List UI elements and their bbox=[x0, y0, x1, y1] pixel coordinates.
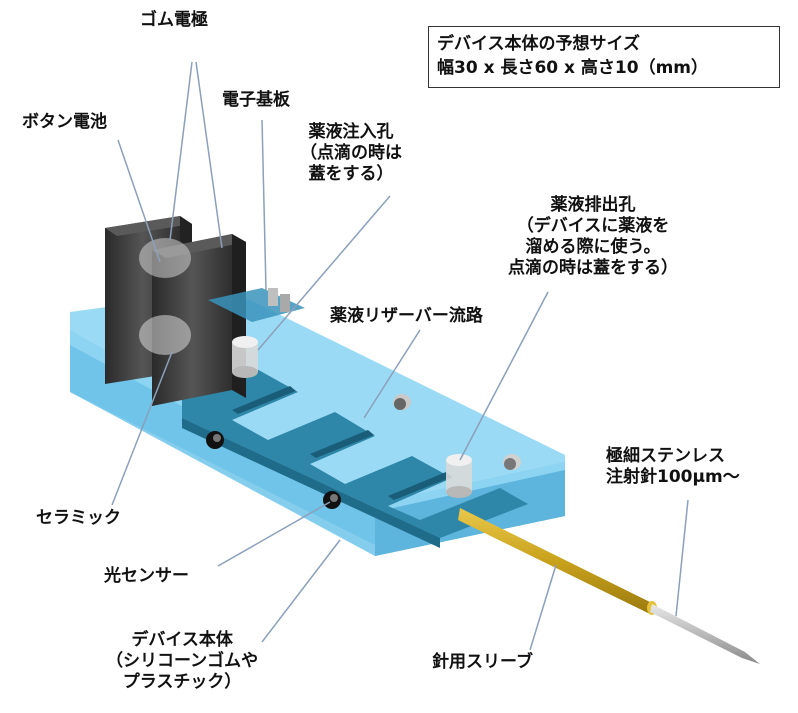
label-needle-line-1: 極細ステンレス bbox=[606, 446, 725, 466]
discharge-port bbox=[446, 454, 472, 498]
leader-button-battery bbox=[117, 139, 161, 263]
injection-port bbox=[232, 336, 258, 378]
leader-discharge-port bbox=[459, 291, 549, 461]
electronic-board bbox=[208, 288, 305, 322]
leader-ceramic bbox=[111, 351, 173, 506]
channel-side bbox=[182, 418, 440, 548]
leader-needle-sleeve bbox=[529, 564, 557, 651]
size-spec-line-2: 幅30 x 長さ60 x 高さ10（mm） bbox=[437, 58, 709, 78]
label-discharge-port-line-2: （デバイスに薬液を bbox=[516, 216, 670, 236]
light-sensor bbox=[206, 394, 521, 509]
label-injection-port-line-3: 蓋をする） bbox=[308, 164, 394, 184]
label-needle: 極細ステンレス 注射針100μm〜 bbox=[606, 446, 740, 488]
button-battery bbox=[139, 238, 191, 355]
label-injection-port: 薬液注入孔 （点滴の時は 蓋をする） bbox=[300, 122, 402, 185]
label-device-body-line-3: プラスチック） bbox=[122, 672, 242, 692]
channel-inner-1 bbox=[232, 386, 296, 414]
channel-inner-2 bbox=[310, 430, 374, 458]
leader-electronic-board bbox=[261, 119, 267, 291]
label-light-sensor: 光センサー bbox=[104, 566, 189, 586]
label-discharge-port-line-4: 点滴の時は蓋をする） bbox=[508, 258, 678, 278]
leader-rubber-electrode-b bbox=[195, 61, 223, 249]
leader-lines bbox=[111, 61, 689, 651]
leader-reservoir-channel bbox=[363, 329, 421, 419]
label-device-body: デバイス本体 （シリコーンゴムや プラスチック） bbox=[106, 630, 258, 693]
label-discharge-port-line-3: 溜める際に使う。 bbox=[525, 237, 661, 257]
label-injection-port-line-2: （点滴の時は bbox=[300, 143, 402, 163]
label-discharge-port-line-1: 薬液排出孔 bbox=[550, 195, 636, 215]
body-front-face bbox=[70, 345, 375, 556]
leader-rubber-electrode-a bbox=[169, 61, 193, 241]
needle-sleeve bbox=[458, 508, 657, 615]
label-reservoir-channel: 薬液リザーバー流路 bbox=[330, 306, 483, 326]
stainless-needle bbox=[650, 604, 760, 664]
size-spec-line-1: デバイス本体の予想サイズ bbox=[437, 34, 640, 54]
size-spec-box: デバイス本体の予想サイズ 幅30 x 長さ60 x 高さ10（mm） bbox=[428, 26, 780, 88]
channel-inner-3 bbox=[388, 472, 452, 500]
leader-needle bbox=[675, 499, 689, 617]
label-rubber-electrode: ゴム電極 bbox=[140, 10, 208, 30]
label-injection-port-line-1: 薬液注入孔 bbox=[308, 122, 394, 142]
leader-device-body bbox=[261, 539, 341, 643]
label-needle-line-2: 注射針100μm〜 bbox=[606, 467, 740, 487]
label-device-body-line-2: （シリコーンゴムや bbox=[106, 651, 259, 671]
label-electronic-board: 電子基板 bbox=[222, 90, 290, 110]
label-device-body-line-1: デバイス本体 bbox=[131, 630, 233, 650]
label-ceramic: セラミック bbox=[36, 508, 121, 528]
label-discharge-port: 薬液排出孔 （デバイスに薬液を 溜める際に使う。 点滴の時は蓋をする） bbox=[508, 195, 678, 279]
label-button-battery: ボタン電池 bbox=[22, 112, 107, 132]
leader-injection-port bbox=[257, 195, 391, 351]
leader-light-sensor bbox=[217, 501, 331, 567]
label-needle-sleeve: 針用スリーブ bbox=[432, 652, 533, 672]
